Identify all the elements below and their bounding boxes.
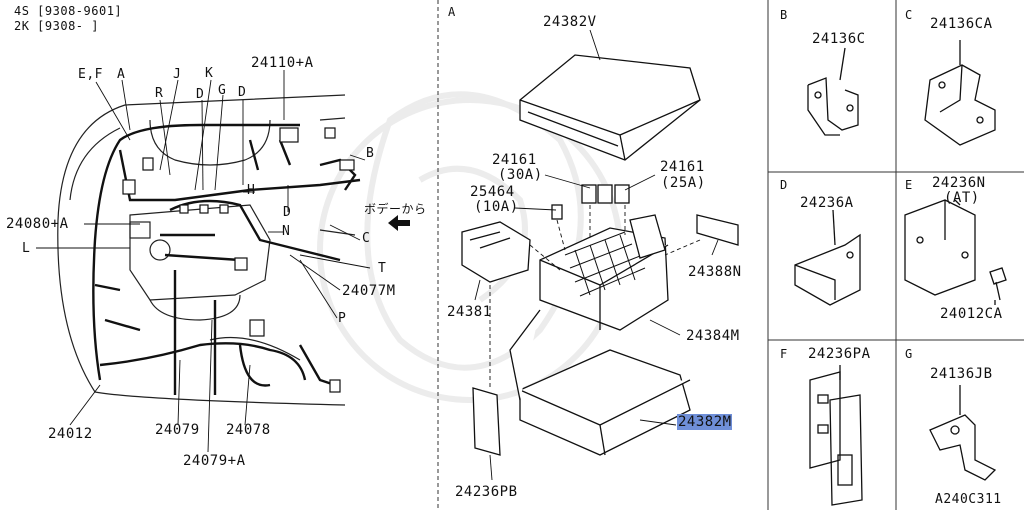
part-24382v[interactable]: 24382V	[543, 14, 597, 30]
part-24110a[interactable]: 24110+A	[251, 55, 314, 71]
ref-letter-g[interactable]: G	[218, 83, 227, 98]
bolt-drawing	[989, 267, 1007, 305]
ref-letter-j[interactable]: J	[173, 67, 182, 82]
part-24384m[interactable]: 24384M	[686, 328, 740, 344]
part-24161-25a[interactable]: 24161	[660, 159, 705, 175]
overview-leaders	[36, 70, 371, 453]
plate-f-drawing	[809, 365, 863, 506]
part-24080a[interactable]: 24080+A	[6, 216, 69, 232]
part-24136c[interactable]: 24136C	[812, 31, 866, 47]
ref-letter-d3[interactable]: D	[283, 205, 292, 220]
panel-g-letter: G	[905, 347, 913, 361]
fuse-grid	[564, 231, 646, 297]
bracket-c-drawing	[924, 40, 996, 146]
panel-f-letter: F	[780, 347, 788, 361]
panel-b-letter: B	[780, 8, 788, 22]
part-24382m-label: 24382M	[678, 414, 732, 430]
part-24236pb[interactable]: 24236PB	[455, 484, 518, 500]
part-24136jb[interactable]: 24136JB	[930, 366, 993, 382]
part-24012[interactable]: 24012	[48, 426, 93, 442]
panel-c-letter: C	[905, 8, 913, 22]
fuse-25a-rating: (25A)	[661, 175, 706, 191]
ref-letter-h[interactable]: H	[247, 183, 256, 198]
part-24382m-highlighted[interactable]: 24382M	[677, 414, 732, 430]
model-code-4s: 4S [9308-9601]	[14, 4, 123, 18]
body-from-label: ボデーから	[364, 202, 427, 216]
ref-letter-c[interactable]: C	[362, 231, 371, 246]
bracket-e-drawing	[904, 199, 976, 296]
diagram-code: A240C311	[935, 492, 1002, 507]
panel-borders	[437, 0, 1024, 510]
part-24079a[interactable]: 24079+A	[183, 453, 246, 469]
part-24236a[interactable]: 24236A	[800, 195, 854, 211]
part-24161-30a[interactable]: 24161	[492, 152, 537, 168]
ref-letter-k[interactable]: K	[205, 66, 214, 81]
fuse-30a-rating: (30A)	[498, 167, 543, 183]
part-24236n[interactable]: 24236N	[932, 175, 986, 191]
ref-letter-d1[interactable]: D	[196, 87, 205, 102]
part-24077m[interactable]: 24077M	[342, 283, 396, 299]
part-24078[interactable]: 24078	[226, 422, 271, 438]
ref-letter-b[interactable]: B	[366, 146, 375, 161]
model-code-2k: 2K [9308- ]	[14, 19, 99, 33]
part-24236pa[interactable]: 24236PA	[808, 346, 871, 362]
bracket-d-drawing	[794, 209, 861, 306]
part-24079[interactable]: 24079	[155, 422, 200, 438]
highlight-box: 24382M	[677, 414, 732, 430]
engine-bay-outline	[57, 94, 356, 406]
panel-a-dashes	[489, 205, 701, 390]
panel-e-letter: E	[905, 178, 913, 192]
ref-letter-r[interactable]: R	[155, 86, 164, 101]
part-24136ca[interactable]: 24136CA	[930, 16, 993, 32]
ref-letter-l[interactable]: L	[22, 241, 31, 256]
part-24381[interactable]: 24381	[447, 304, 492, 320]
body-from-arrow	[388, 215, 410, 231]
bracket-b-drawing	[807, 47, 859, 136]
part-24012ca[interactable]: 24012CA	[940, 306, 1003, 322]
fuse-box-drawing	[461, 54, 739, 456]
ref-letter-p[interactable]: P	[338, 311, 347, 326]
ref-letter-t[interactable]: T	[378, 261, 387, 276]
ref-letter-n[interactable]: N	[282, 224, 291, 239]
ref-letter-a[interactable]: A	[117, 67, 126, 82]
part-25464[interactable]: 25464	[470, 184, 515, 200]
ref-letter-ef[interactable]: E,F	[78, 67, 103, 82]
ref-letter-d2[interactable]: D	[238, 85, 247, 100]
harness-connectors	[122, 127, 355, 393]
panel-a-letter: A	[448, 5, 456, 19]
panel-d-letter: D	[780, 178, 788, 192]
part-24388n[interactable]: 24388N	[688, 264, 742, 280]
fuse-10a-rating: (10A)	[474, 199, 519, 215]
panel-a-leaders	[474, 29, 719, 481]
bracket-g-drawing	[929, 385, 997, 481]
at-note: (AT)	[944, 190, 980, 206]
